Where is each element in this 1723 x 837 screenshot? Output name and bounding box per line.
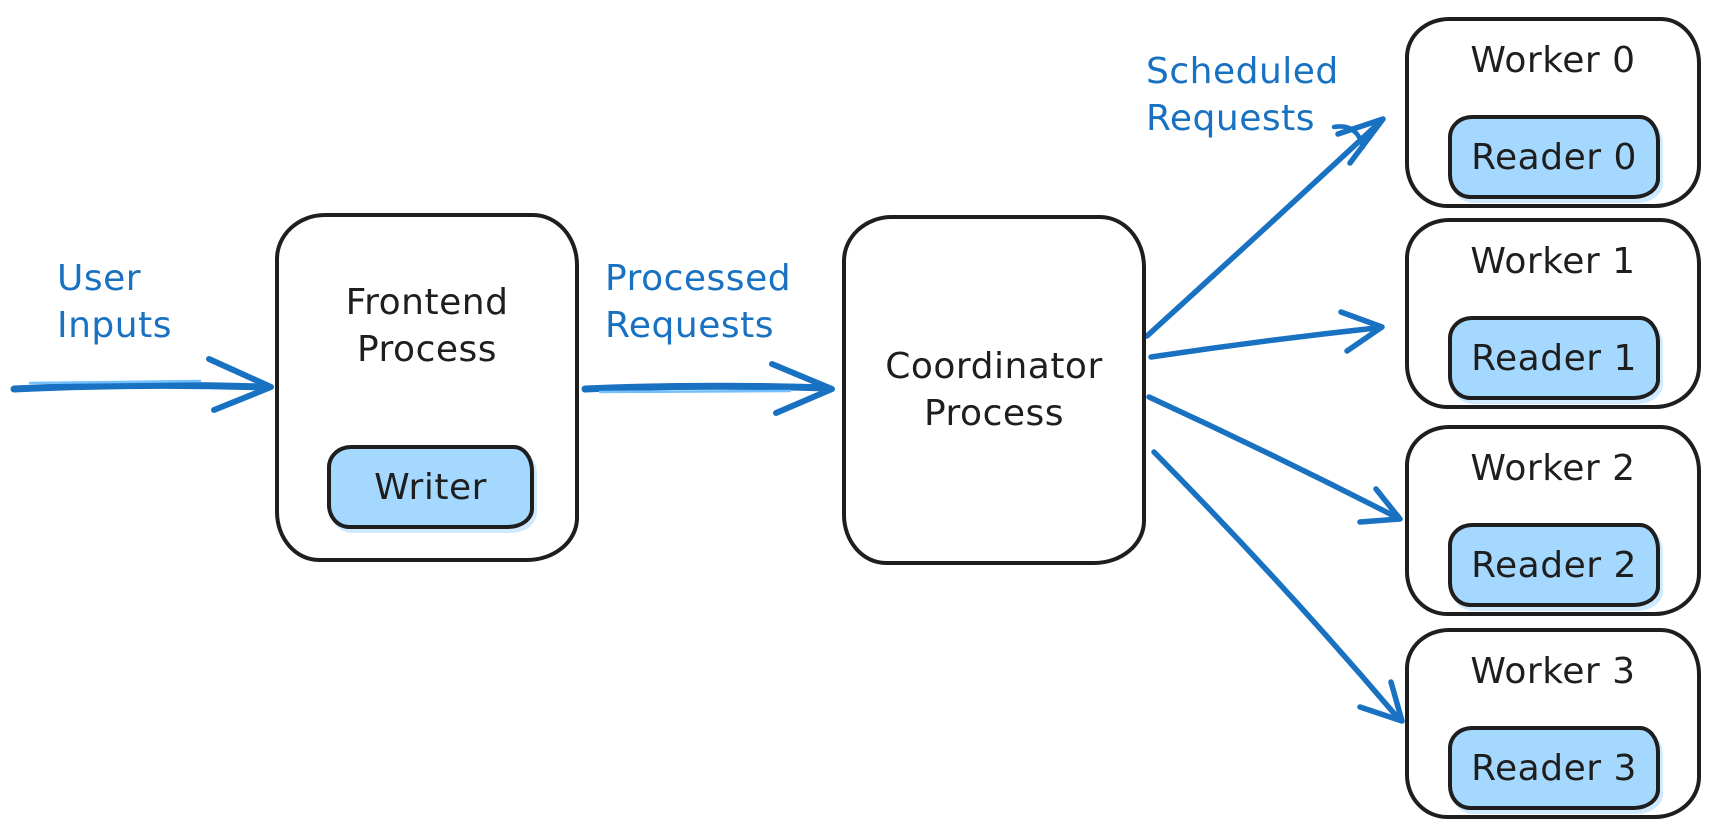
reader-1-label: Reader 1 (1471, 337, 1637, 379)
arrow-user-inputs (10, 356, 274, 413)
node-writer: Writer (327, 445, 534, 529)
arrow-to-worker-2 (1146, 394, 1403, 525)
node-frontend-process: Frontend Process Writer (275, 213, 579, 562)
arrow-processed-requests (581, 361, 835, 416)
arrow-to-worker-0 (1144, 116, 1386, 339)
worker-3-title: Worker 3 (1470, 651, 1636, 692)
writer-label: Writer (374, 466, 487, 508)
worker-2-title: Worker 2 (1470, 448, 1636, 489)
arrow-to-worker-1 (1148, 309, 1385, 360)
label-user-inputs: User Inputs (57, 258, 172, 346)
reader-3-label: Reader 3 (1471, 747, 1637, 789)
label-scheduled-requests: Scheduled Requests (1146, 51, 1339, 139)
node-reader-2: Reader 2 (1448, 523, 1660, 607)
node-reader-0: Reader 0 (1448, 115, 1660, 199)
arrow-to-worker-3 (1151, 449, 1405, 724)
node-reader-3: Reader 3 (1448, 726, 1660, 810)
node-reader-1: Reader 1 (1448, 316, 1660, 400)
coordinator-process-title: Coordinator Process (885, 346, 1103, 434)
reader-0-label: Reader 0 (1471, 136, 1637, 178)
label-processed-requests: Processed Requests (605, 258, 792, 346)
node-coordinator-process: Coordinator Process (842, 215, 1146, 565)
node-worker-1: Worker 1 Reader 1 (1405, 218, 1701, 409)
node-worker-2: Worker 2 Reader 2 (1405, 425, 1701, 616)
reader-2-label: Reader 2 (1471, 544, 1637, 586)
worker-0-title: Worker 0 (1470, 40, 1636, 81)
frontend-process-title: Frontend Process (345, 282, 509, 370)
node-worker-0: Worker 0 Reader 0 (1405, 17, 1701, 208)
node-worker-3: Worker 3 Reader 3 (1405, 628, 1701, 819)
worker-1-title: Worker 1 (1470, 241, 1636, 282)
